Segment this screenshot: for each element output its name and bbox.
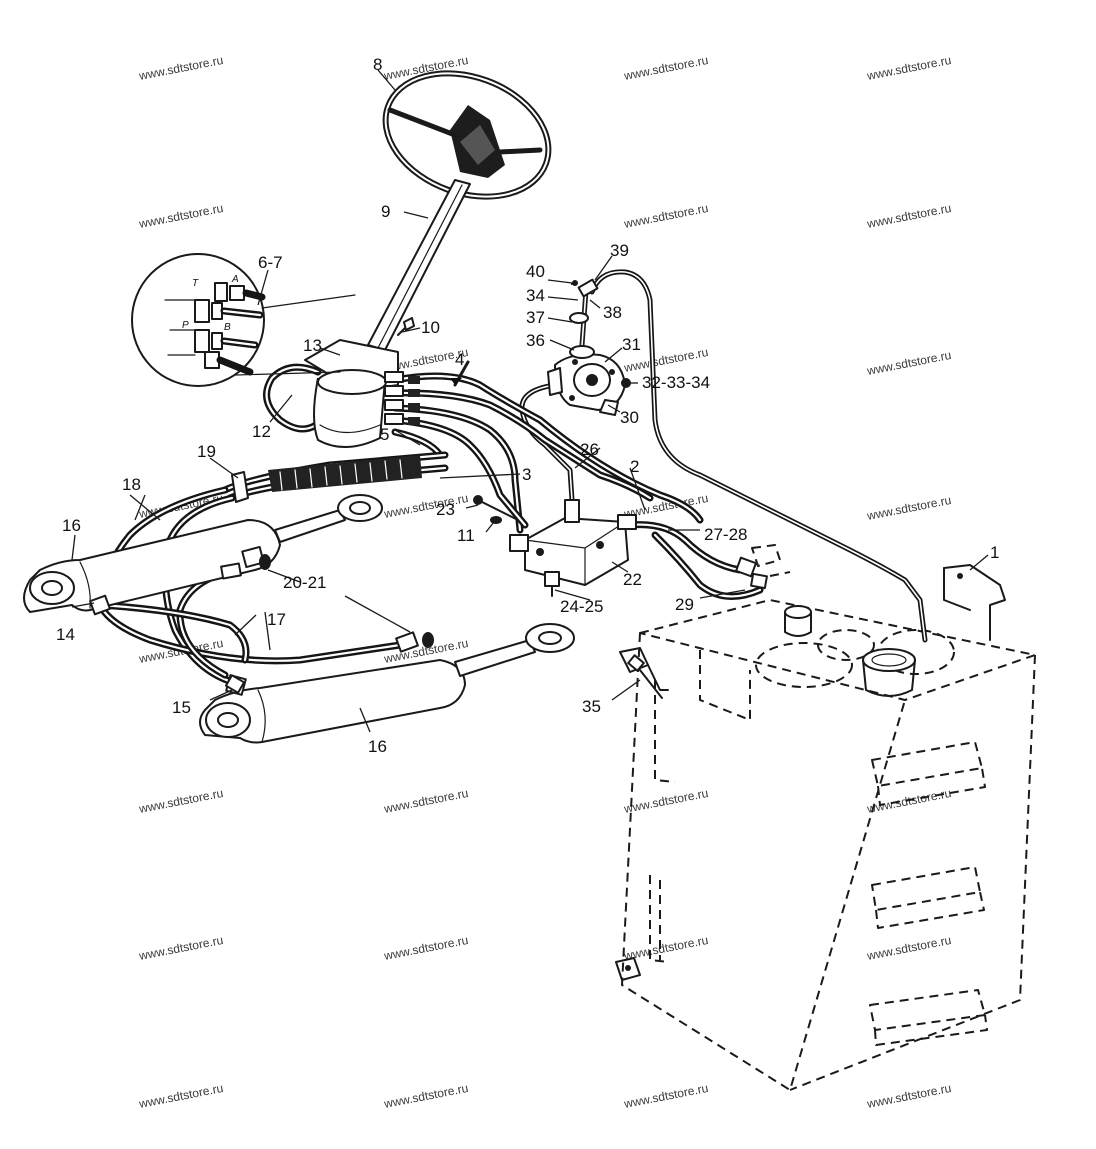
mount-bracket-lower	[615, 957, 641, 981]
inset-fitting-row-1	[194, 282, 266, 323]
watermark: www.sdtstore.ru	[622, 1081, 709, 1111]
watermark: www.sdtstore.ru	[382, 933, 469, 963]
port-p-label: P	[182, 320, 189, 331]
callout-29: 29	[675, 595, 694, 614]
hydraulic-tank	[615, 564, 1036, 1091]
distributor-valve	[509, 499, 637, 597]
washer-11	[490, 516, 502, 524]
callout-14: 14	[56, 625, 75, 644]
port-t-label: T	[192, 278, 199, 289]
callout-32-33-34: 32-33-34	[642, 373, 710, 392]
tank-bracket	[943, 564, 1006, 641]
callout-13: 13	[303, 336, 322, 355]
return-fittings	[735, 544, 791, 590]
steering-unit	[304, 317, 420, 449]
hose-sleeve	[268, 455, 422, 492]
callout-22: 22	[623, 570, 642, 589]
callout-10: 10	[421, 318, 440, 337]
callout-23: 23	[436, 500, 455, 519]
callout-16-lower: 16	[368, 737, 387, 756]
callout-4: 4	[455, 350, 464, 369]
callout-40: 40	[526, 262, 545, 281]
callout-27-28: 27-28	[704, 525, 747, 544]
callout-24-25: 24-25	[560, 597, 603, 616]
callout-31: 31	[622, 335, 641, 354]
bolt-35	[627, 654, 663, 699]
watermark: www.sdtstore.ru	[865, 1081, 952, 1111]
callout-2: 2	[630, 457, 639, 476]
watermark: www.sdtstore.ru	[865, 348, 952, 378]
watermark: www.sdtstore.ru	[622, 53, 709, 83]
tank-step-2	[871, 866, 985, 929]
port-b-label: B	[224, 322, 231, 333]
tank-breather	[784, 605, 812, 637]
mount-bracket-upper	[619, 647, 669, 691]
callout-6-7: 6-7	[258, 253, 283, 272]
fitting-20-21	[220, 562, 242, 580]
callout-20-21: 20-21	[283, 573, 326, 592]
callout-36: 36	[526, 331, 545, 350]
bolt-23	[473, 495, 519, 521]
watermark: www.sdtstore.ru	[865, 53, 952, 83]
watermark: www.sdtstore.ru	[865, 933, 952, 963]
callout-8: 8	[373, 55, 382, 74]
callout-15: 15	[172, 698, 191, 717]
hoses	[96, 269, 928, 686]
leader-lines	[71, 69, 989, 733]
callout-16-upper: 16	[62, 516, 81, 535]
watermark: www.sdtstore.ru	[382, 1081, 469, 1111]
callout-1: 1	[990, 543, 999, 562]
callout-11: 11	[457, 526, 475, 545]
filler-cap	[862, 648, 916, 697]
tank-step-3	[869, 989, 988, 1046]
watermark: www.sdtstore.ru	[137, 1081, 224, 1111]
detail-inset: T A P B	[131, 253, 356, 387]
watermark: www.sdtstore.ru	[137, 786, 224, 816]
callout-12: 12	[252, 422, 271, 441]
watermark: www.sdtstore.ru	[865, 493, 952, 523]
inset-fitting-row-2	[194, 329, 259, 376]
port-a-label: A	[231, 274, 239, 285]
callout-18: 18	[122, 475, 141, 494]
callout-39: 39	[610, 241, 629, 260]
hose-clamp-19	[231, 471, 249, 503]
watermark: www.sdtstore.ru	[382, 786, 469, 816]
steering-wheel	[382, 70, 552, 200]
watermark: www.sdtstore.ru	[137, 933, 224, 963]
callout-26: 26	[580, 440, 599, 459]
callouts: 8 9 6-7 10 13 4 12 5 19 3 2 26 18 23 11 …	[56, 55, 999, 756]
steering-cylinder-upper	[23, 494, 383, 613]
watermark: www.sdtstore.ru	[622, 786, 709, 816]
watermark: www.sdtstore.ru	[622, 201, 709, 231]
watermark: www.sdtstore.ru	[382, 491, 469, 521]
callout-17: 17	[267, 610, 286, 629]
tank-step-1	[871, 741, 986, 806]
watermark: www.sdtstore.ru	[137, 201, 224, 231]
steering-cylinder-lower	[199, 623, 575, 744]
fitting-15	[224, 674, 246, 694]
callout-35: 35	[582, 697, 601, 716]
pump-pipe-elbow	[569, 278, 599, 359]
callout-30: 30	[620, 408, 639, 427]
callout-9: 9	[381, 202, 390, 221]
callout-3: 3	[522, 465, 531, 484]
watermark: www.sdtstore.ru	[865, 201, 952, 231]
callout-37: 37	[526, 308, 545, 327]
callout-5: 5	[380, 425, 389, 444]
fitting-14	[89, 594, 111, 616]
hydraulic-pump	[547, 353, 638, 416]
watermark: www.sdtstore.ru	[137, 53, 224, 83]
callout-38: 38	[603, 303, 622, 322]
callout-19: 19	[197, 442, 216, 461]
callout-34: 34	[526, 286, 545, 305]
